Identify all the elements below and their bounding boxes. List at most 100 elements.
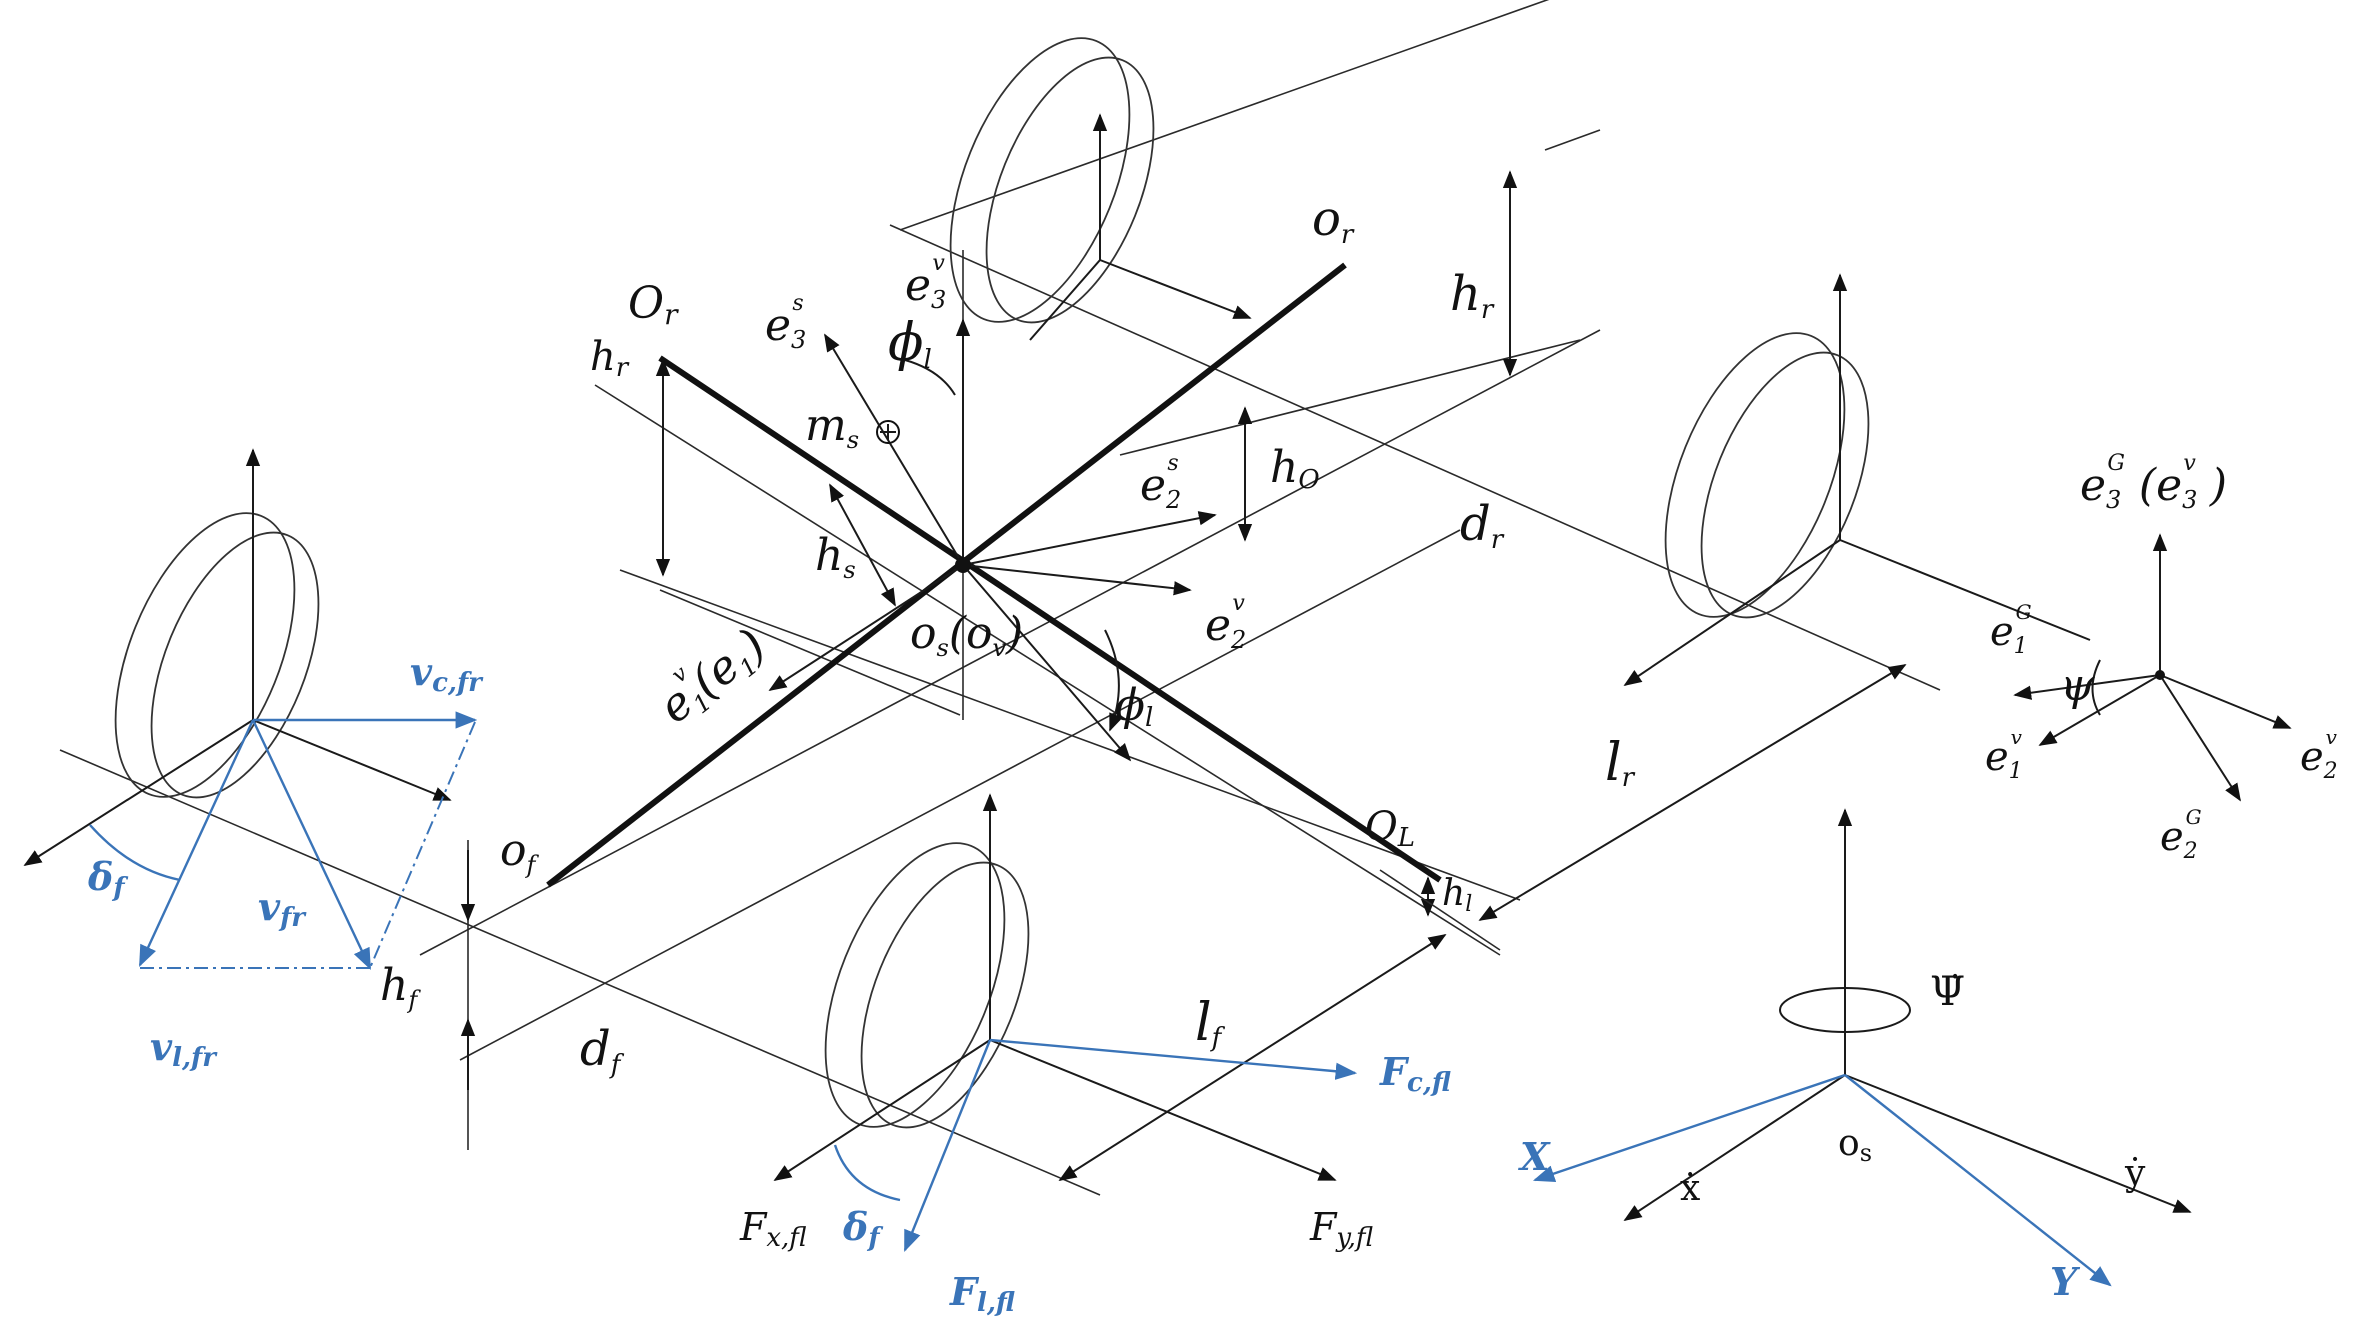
inertial-frame <box>1532 808 2192 1287</box>
label-e1v-small: e <box>1985 734 2009 780</box>
svg-text:lr: lr <box>1605 733 1636 793</box>
svg-text:dr: dr <box>1460 496 1505 555</box>
svg-text:vfr: vfr <box>258 884 307 933</box>
label-X: X <box>1518 1134 1551 1179</box>
force-vectors <box>833 1038 1358 1253</box>
svg-text:OL: OL <box>1365 804 1415 853</box>
label-h-s: h <box>815 530 843 581</box>
label-v-l-fr: v <box>150 1024 173 1069</box>
svg-text:e2G: e2G <box>2160 805 2202 864</box>
label-e2s: e <box>1140 460 1166 511</box>
h-l-dimension <box>1379 869 1501 951</box>
label-O-L: O <box>1365 804 1398 850</box>
length-dimensions <box>1058 664 1907 1181</box>
label-delta-f-left: δ <box>87 854 113 899</box>
svg-text:of: of <box>500 825 540 879</box>
svg-text:Fx,fl: Fx,fl <box>739 1205 807 1253</box>
svg-text:hs: hs <box>815 530 856 584</box>
svg-text:df: df <box>580 1021 625 1080</box>
svg-text:δf: δf <box>87 854 128 903</box>
svg-text:hl: hl <box>1442 873 1472 917</box>
wheel-front-bottom <box>773 793 1337 1181</box>
label-F-x-fl: F <box>739 1205 768 1249</box>
svg-text:Ψ̇: Ψ̇ <box>1930 969 1965 1015</box>
svg-text:Fy,fl: Fy,fl <box>1309 1205 1373 1253</box>
svg-text:e3s: e3s <box>765 291 806 354</box>
label-delta-f-bottom: δ <box>842 1204 868 1249</box>
label-O-r: O <box>628 278 664 329</box>
label-Y: Y <box>2050 1259 2081 1304</box>
label-psi: ψ <box>2060 660 2095 711</box>
wheel-rear-top <box>949 37 1252 341</box>
svg-text:e3G(e3v): e3G(e3v) <box>2080 451 2227 514</box>
svg-text:hr: hr <box>590 334 630 383</box>
global-frame-small <box>2013 533 2292 802</box>
svg-text:ms: ms <box>805 400 859 454</box>
label-e3v: e <box>905 260 931 311</box>
label-phi-l-top: ϕ <box>888 313 923 373</box>
label-h-O: h <box>1270 442 1298 493</box>
svg-text:ϕl: ϕl <box>888 313 932 375</box>
label-h-f: h <box>380 960 408 1011</box>
label-o-r: o <box>1312 191 1341 247</box>
svg-text:hr: hr <box>1450 266 1495 325</box>
label-F-c-fl: F <box>1379 1049 1410 1094</box>
svg-text:Or: Or <box>628 278 679 331</box>
svg-text:lf: lf <box>1195 993 1226 1053</box>
svg-text:e2v: e2v <box>2300 725 2338 784</box>
svg-text:e1G: e1G <box>1990 600 2032 659</box>
label-e3G: e <box>2080 460 2106 511</box>
label-e2G: e <box>2160 814 2184 860</box>
label-e2v-right: e <box>2300 734 2324 780</box>
svg-text:ψ: ψ <box>2060 660 2095 711</box>
label-F-y-fl: F <box>1309 1205 1338 1249</box>
label-e3s: e <box>765 300 791 351</box>
svg-text:e1v: e1v <box>1985 725 2023 784</box>
center-vectors <box>768 318 1217 762</box>
label-e1G: e <box>1990 609 2014 655</box>
svg-text:vc,fr: vc,fr <box>410 649 484 698</box>
label-o-s: o <box>910 608 937 659</box>
svg-text:e2v: e2v <box>1205 591 1246 654</box>
svg-text:δf: δf <box>842 1204 883 1253</box>
label-v-fr: v <box>258 884 281 929</box>
svg-text:ϕl: ϕl <box>1115 680 1153 733</box>
wheel-front-left <box>23 448 452 866</box>
label-d-r: d <box>1460 496 1491 552</box>
svg-text:or: or <box>1312 191 1355 250</box>
svg-text:hO: hO <box>1270 442 1320 495</box>
svg-text:os(ov): os(ov) <box>910 608 1023 662</box>
svg-text:os: os <box>1838 1123 1872 1167</box>
label-l-f: l <box>1195 993 1212 1053</box>
label-m-s: m <box>805 400 847 451</box>
labels: or hr dr Or hr e3s e3v ϕl ms hO e2s hs e… <box>87 191 2338 1318</box>
velocity-vectors <box>89 711 478 970</box>
svg-text:Fc,fl: Fc,fl <box>1379 1049 1451 1098</box>
svg-text:Y: Y <box>2050 1259 2081 1304</box>
svg-text:e3v: e3v <box>905 251 946 314</box>
svg-text:ẏ: ẏ <box>2124 1153 2146 1194</box>
svg-text:X: X <box>1518 1134 1551 1179</box>
label-o-f: o <box>500 825 527 876</box>
label-h-r-right: h <box>1450 266 1481 322</box>
label-h-l: h <box>1442 873 1465 914</box>
label-d-f: d <box>580 1021 611 1077</box>
label-h-r-left: h <box>590 334 616 380</box>
svg-text:ẋ: ẋ <box>1680 1168 1700 1209</box>
label-v-c-fr: v <box>410 649 433 694</box>
label-e2v: e <box>1205 600 1231 651</box>
label-y-dot: ẏ <box>2124 1153 2146 1194</box>
svg-text:e2s: e2s <box>1140 451 1181 514</box>
label-F-l-fl: F <box>949 1269 980 1314</box>
svg-text:hf: hf <box>380 960 421 1014</box>
wheel-rear-right <box>1623 273 2091 687</box>
label-l-r: l <box>1605 733 1622 793</box>
label-phi-l-bottom: ϕ <box>1115 680 1145 731</box>
svg-text:vl,fr: vl,fr <box>150 1024 218 1073</box>
label-o-s-global: o <box>1838 1123 1860 1164</box>
label-x-dot: ẋ <box>1680 1168 1700 1209</box>
label-Psi-dot: Ψ̇ <box>1930 969 1965 1015</box>
svg-text:Fl,fl: Fl,fl <box>949 1269 1015 1318</box>
body-axes <box>546 262 1442 888</box>
